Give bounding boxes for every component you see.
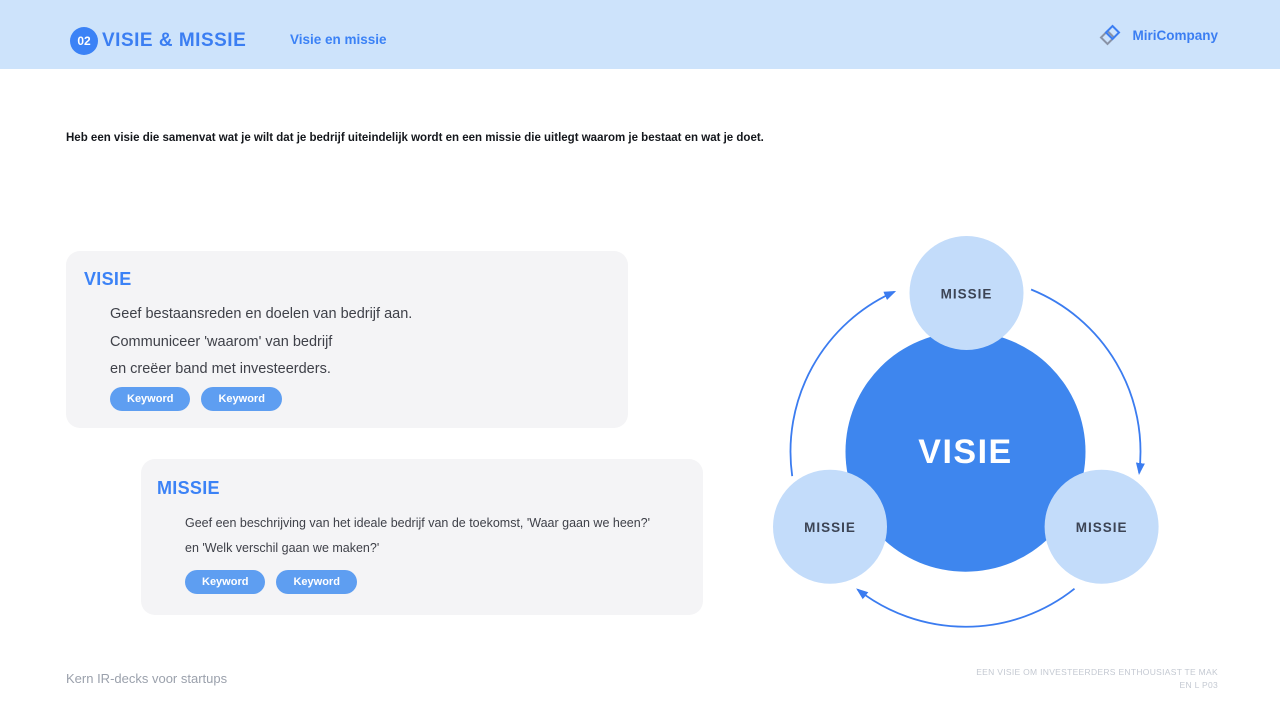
header-subtitle: Visie en missie: [290, 32, 387, 47]
visie-missie-cycle-diagram: VISIE MISSIE MISSIE MISSIE: [773, 236, 1159, 628]
diamond-logo-icon: [1100, 24, 1121, 46]
missie-circle-label: MISSIE: [941, 287, 993, 302]
missie-card-title: MISSIE: [157, 478, 220, 498]
visie-card-title: VISIE: [84, 269, 132, 289]
missie-circle-label: MISSIE: [1076, 520, 1128, 535]
keyword-chip[interactable]: Keyword: [110, 387, 191, 411]
visie-line: en creëer band met investeerders.: [110, 361, 331, 377]
visie-line: Geef bestaansreden en doelen van bedrijf…: [110, 306, 413, 322]
brand-name: MiriCompany: [1132, 27, 1218, 43]
keyword-chip[interactable]: Keyword: [201, 387, 282, 411]
visie-card: VISIE Geef bestaansreden en doelen van b…: [66, 251, 628, 428]
keyword-chip[interactable]: Keyword: [185, 570, 266, 594]
footer-note: EEN VISIE OM INVESTEERDERS ENTHOUSIAST T…: [976, 666, 1218, 692]
footer-note-line: EEN VISIE OM INVESTEERDERS ENTHOUSIAST T…: [976, 667, 1218, 677]
intro-text: Heb een visie die samenvat wat je wilt d…: [66, 132, 764, 144]
section-number-badge: 02: [70, 27, 98, 55]
missie-circle-top: [909, 236, 1024, 350]
cycle-arrow: [1030, 288, 1145, 475]
page-title: VISIE & MISSIE: [102, 30, 247, 51]
cycle-arrow: [856, 587, 1076, 628]
footer-note-line: EN L P03: [1179, 680, 1218, 690]
missie-keyword-row: Keyword Keyword: [185, 570, 357, 594]
cycle-arrow: [789, 290, 897, 477]
missie-circle-right: [1044, 469, 1159, 584]
missie-card: MISSIE Geef een beschrijving van het ide…: [141, 459, 703, 615]
missie-circle-label: MISSIE: [804, 520, 856, 535]
visie-card-body: Geef bestaansreden en doelen van bedrijf…: [110, 301, 412, 384]
missie-card-body: Geef een beschrijving van het ideale bed…: [185, 511, 650, 561]
visie-circle-label: VISIE: [918, 433, 1012, 471]
missie-line: en 'Welk verschil gaan we maken?': [185, 541, 380, 555]
visie-keyword-row: Keyword Keyword: [110, 387, 282, 411]
keyword-chip[interactable]: Keyword: [276, 570, 357, 594]
missie-line: Geef een beschrijving van het ideale bed…: [185, 516, 651, 530]
visie-line: Communiceer 'waarom' van bedrijf: [110, 333, 333, 350]
visie-circle: [845, 331, 1086, 572]
brand: MiriCompany: [1098, 23, 1218, 47]
missie-circle-left: [773, 469, 887, 584]
slide-header: 02 VISIE & MISSIE Visie en missie MiriCo…: [0, 0, 1280, 69]
footer-deck-title: Kern IR-decks voor startups: [66, 671, 228, 686]
